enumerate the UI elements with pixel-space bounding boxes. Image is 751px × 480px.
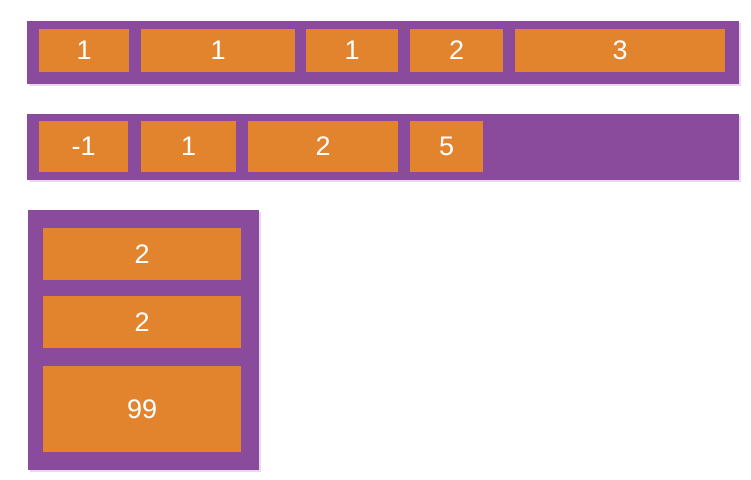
flex-item: -1 (39, 121, 128, 172)
flex-container-column-1: 2 2 99 (28, 210, 259, 470)
flex-item: 1 (39, 29, 129, 72)
flex-item: 2 (248, 121, 398, 172)
flex-item: 1 (306, 29, 398, 72)
flex-container-row-1: 1 1 1 2 3 (27, 21, 739, 84)
flex-container-row-2: -1 1 2 5 (27, 114, 739, 180)
flex-item: 1 (141, 121, 236, 172)
flex-item: 2 (410, 29, 503, 72)
flex-item: 99 (43, 366, 241, 452)
flex-item: 1 (141, 29, 295, 72)
flex-item: 5 (410, 121, 483, 172)
flex-item: 2 (43, 296, 241, 348)
flex-item: 2 (43, 228, 241, 280)
flex-item: 3 (515, 29, 725, 72)
